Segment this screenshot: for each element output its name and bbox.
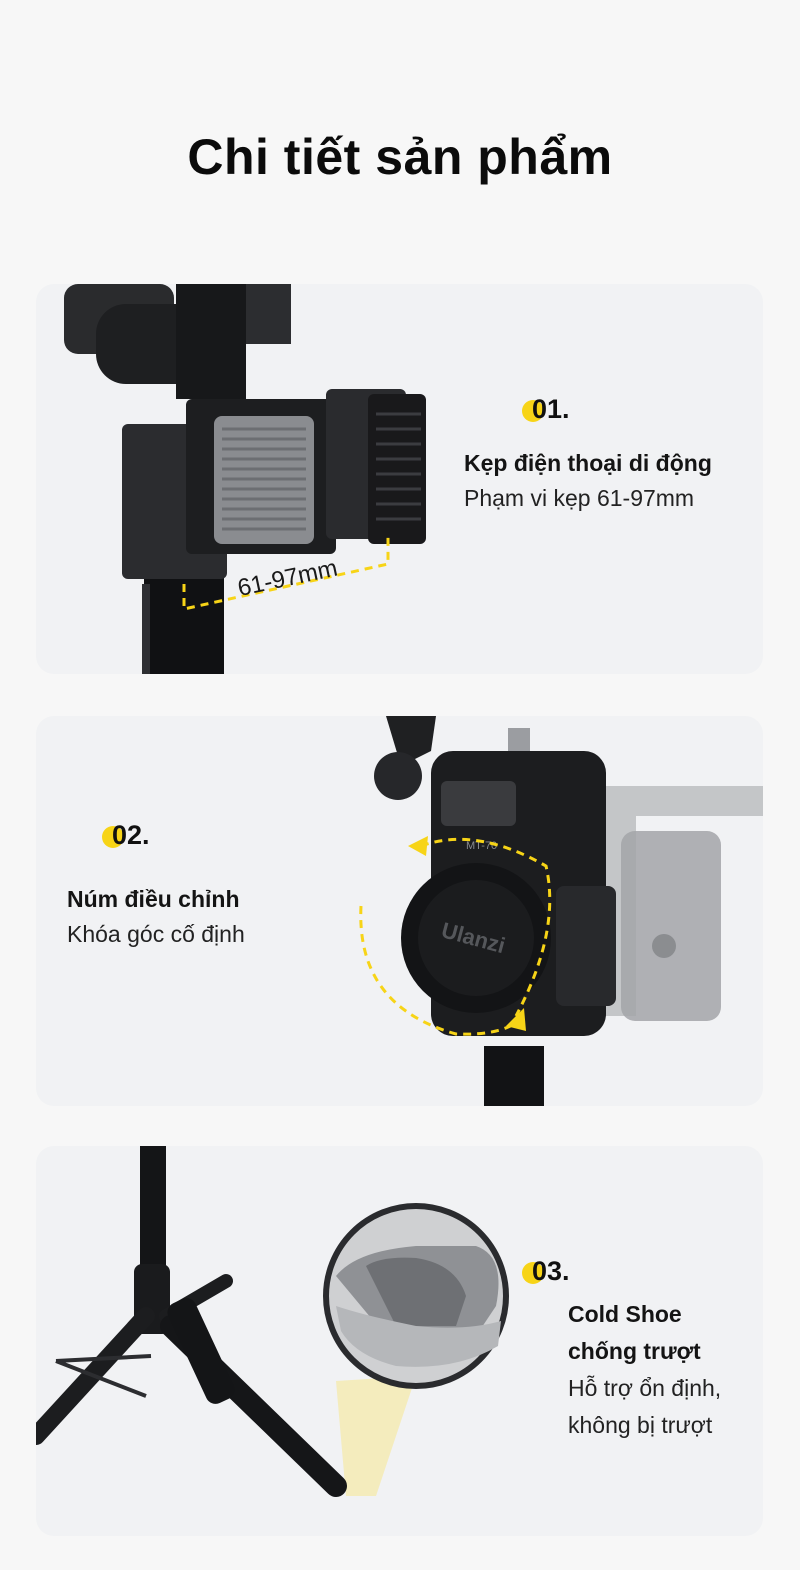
feature-description-line1: Hỗ trợ ổn định, [568, 1375, 722, 1401]
model-label: MT-70 [466, 840, 497, 852]
tripod-image [36, 1146, 509, 1497]
feature-card-cold-shoe: 03. Cold Shoe chống trượt Hỗ trợ ổn định… [36, 1146, 763, 1536]
phone-clamp-image: 61-97mm [64, 284, 426, 674]
yellow-dot-icon [522, 400, 544, 422]
feature-number: 03. [522, 1256, 570, 1287]
dimension-label: 61-97mm [235, 555, 340, 602]
yellow-dot-icon [102, 826, 124, 848]
adjust-knob-image: Ulanzi MT-70 [359, 716, 763, 1106]
feature-description-line2: không bị trượt [568, 1412, 713, 1438]
feature-description: Phạm vi kẹp 61-97mm [464, 485, 695, 511]
feature-card-phone-clamp: 61-97mm 01. Kẹp điện thoại di động Phạm … [36, 284, 763, 674]
feature-card-adjust-knob: 02. Núm điều chỉnh Khóa góc cố định Ulan… [36, 716, 763, 1106]
feature-title-line1: Cold Shoe [568, 1301, 682, 1327]
yellow-dot-icon [522, 1262, 544, 1284]
feature-title: Núm điều chỉnh [67, 886, 240, 912]
feature-number: 01. [522, 394, 570, 425]
feature-description: Khóa góc cố định [67, 921, 245, 947]
feature-title: Kẹp điện thoại di động [464, 450, 712, 476]
feature-title-line2: chống trượt [568, 1338, 701, 1364]
page-title: Chi tiết sản phẩm [187, 129, 613, 185]
feature-number: 02. [102, 820, 150, 851]
